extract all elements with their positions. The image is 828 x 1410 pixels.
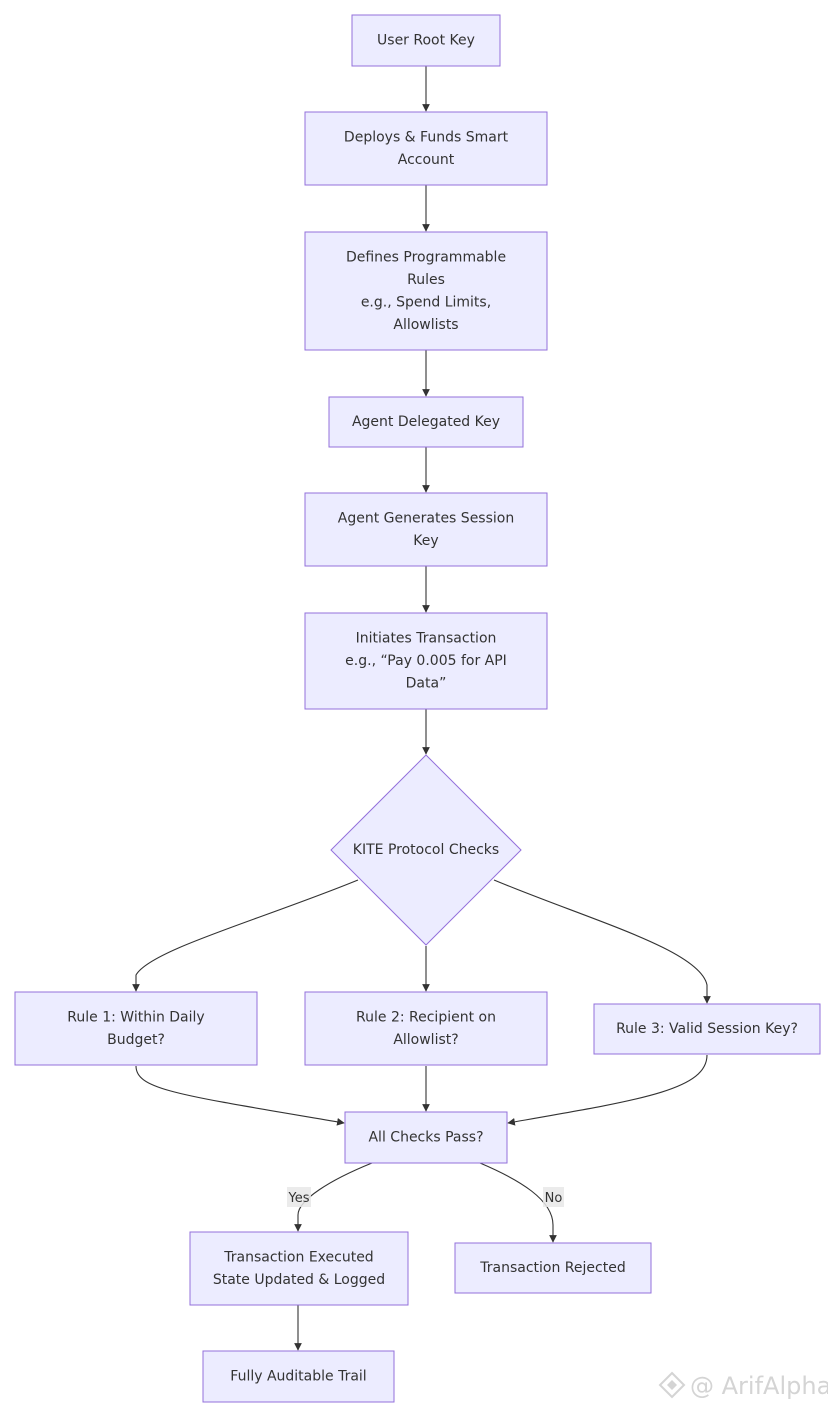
node-defines-rules-label-line: e.g., Spend Limits, [361,294,491,310]
node-agent-delegated-key-label-line: Agent Delegated Key [352,414,500,430]
node-transaction-rejected-label-line: Transaction Rejected [479,1260,625,1276]
node-user-root-key: User Root Key [351,14,501,67]
edge-allpass-to-executed [294,1162,373,1232]
node-transaction-rejected: Transaction Rejected [454,1242,652,1294]
node-initiates-transaction-box [304,612,548,710]
node-agent-session-key-box [304,492,548,567]
node-rule2-label-line: Allowlist? [393,1032,458,1048]
node-rule1-label-line: Rule 1: Within Daily [67,1009,204,1025]
node-initiates-transaction-label-line: Initiates Transaction [356,631,497,647]
svg-text:Yes: Yes [288,1191,310,1206]
node-rule2-box [304,991,548,1066]
node-transaction-executed-label-line: State Updated & Logged [213,1272,385,1288]
node-transaction-executed-box [189,1231,409,1306]
node-all-checks-pass-box [344,1111,508,1164]
node-deploys-funds-label-line: Account [398,152,455,168]
node-agent-session-key-label-line: Agent Generates Session [338,510,514,526]
node-transaction-executed-label-line: Transaction Executed [223,1249,373,1265]
logo-icon [658,1371,686,1399]
node-rule3-label-line: Rule 3: Valid Session Key? [616,1021,798,1037]
node-user-root-key-label-line: User Root Key [377,33,475,49]
node-all-checks-pass: All Checks Pass? [344,1111,508,1164]
edge-kite-to-rule1 [132,879,359,992]
node-transaction-rejected-box [454,1242,652,1294]
node-defines-rules-label-line: Rules [407,272,445,288]
node-user-root-key-box [351,14,501,67]
node-agent-delegated-key-box [328,396,524,448]
edge-kite-to-rule3 [493,879,711,1004]
watermark-text: @ ArifAlpha [690,1372,828,1400]
edge-allpass-to-rejected [479,1162,557,1243]
node-rule3-box [593,1003,821,1055]
node-auditable-trail-label-line: Fully Auditable Trail [230,1369,366,1385]
node-defines-rules-label-line: Defines Programmable [346,249,506,265]
node-initiates-transaction-label-line: Data” [406,676,447,692]
node-kite-checks-label-line: KITE Protocol Checks [353,842,499,858]
node-kite-checks-diamond [330,754,522,946]
edge-label-no: No [543,1187,564,1207]
node-deploys-funds-label-line: Deploys & Funds Smart [344,129,509,145]
node-kite-checks: KITE Protocol Checks [330,754,522,946]
edge-rule1-to-allpass [135,1065,345,1126]
node-rule3: Rule 3: Valid Session Key? [593,1003,821,1055]
node-agent-delegated-key: Agent Delegated Key [328,396,524,448]
node-auditable-trail: Fully Auditable Trail [202,1350,395,1403]
node-agent-session-key-label-line: Key [413,533,438,549]
node-deploys-funds-box [304,111,548,186]
node-all-checks-pass-label-line: All Checks Pass? [368,1130,483,1146]
node-initiates-transaction: Initiates Transaction e.g., “Pay 0.005 fo… [304,612,548,710]
svg-text:No: No [545,1191,563,1206]
node-defines-rules-box [304,231,548,351]
node-initiates-transaction-label-line: e.g., “Pay 0.005 for API [345,653,507,669]
node-rule1-label-line: Budget? [107,1032,165,1048]
node-rule2-label-line: Rule 2: Recipient on [356,1009,496,1025]
watermark: @ ArifAlpha [658,1371,828,1400]
node-rule2: Rule 2: Recipient on Allowlist? [304,991,548,1066]
node-rule1-box [14,991,258,1066]
edge-rule3-to-allpass [507,1054,708,1126]
node-auditable-trail-box [202,1350,395,1403]
node-defines-rules-label-line: Allowlists [393,317,458,333]
edge-label-yes: Yes [287,1187,311,1207]
